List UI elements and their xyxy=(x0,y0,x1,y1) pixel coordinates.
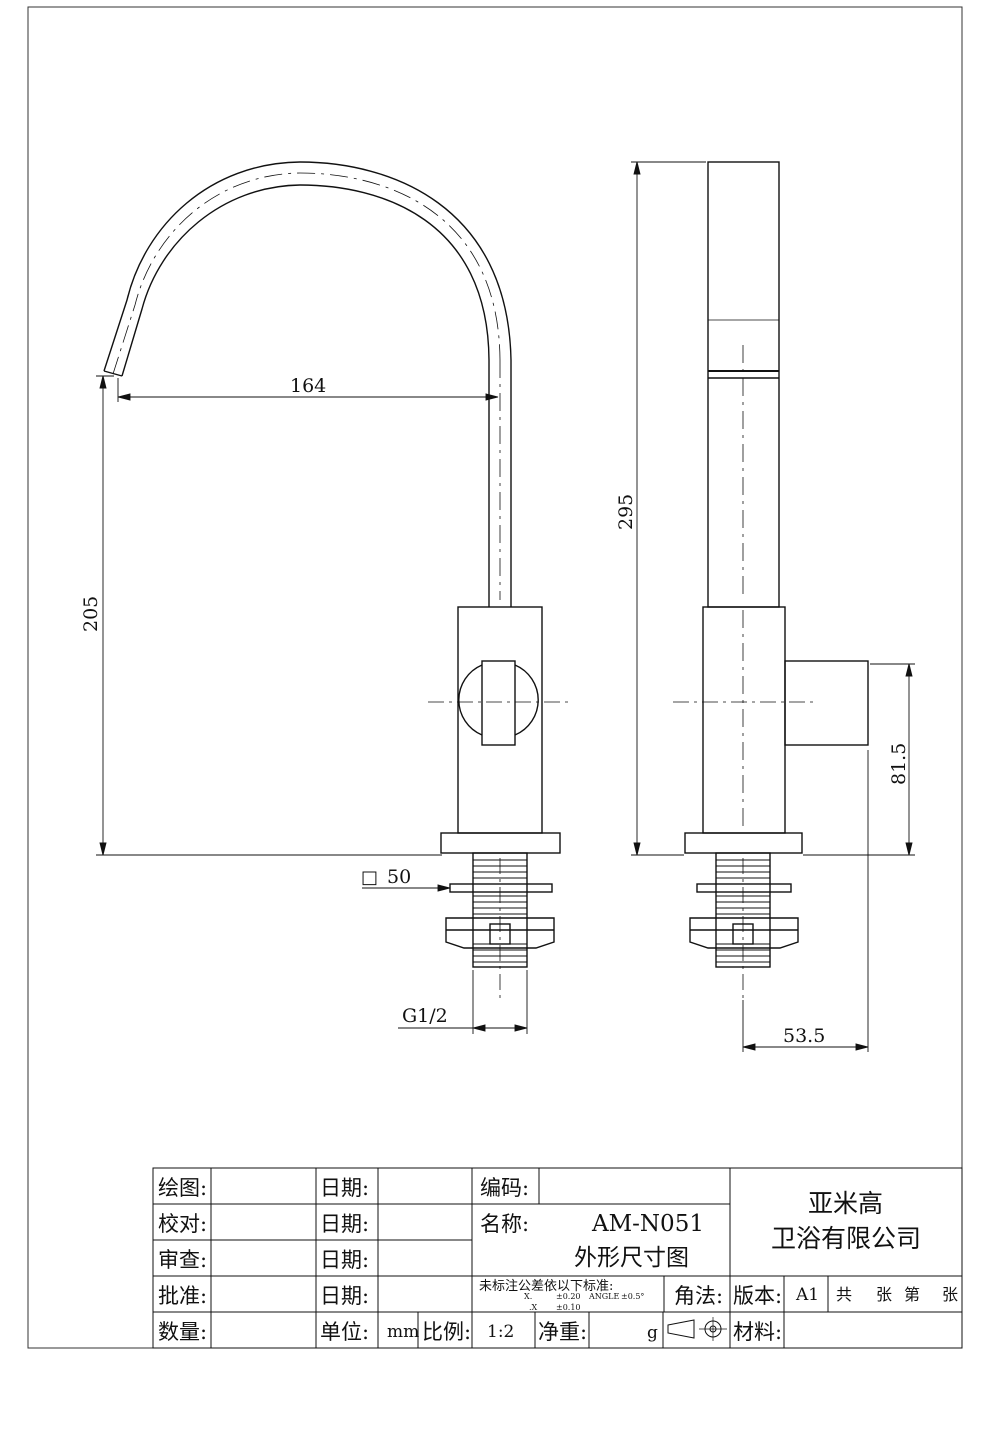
sheets-number: 第 xyxy=(904,1285,920,1304)
dim-total-height: 295 xyxy=(615,494,637,530)
label-name: 名称: xyxy=(480,1212,529,1236)
tolerance-row1-b: ±0.20 xyxy=(556,1292,581,1301)
label-reviewed: 审查: xyxy=(158,1248,207,1272)
label-date-4: 日期: xyxy=(320,1284,369,1308)
label-quantity: 数量: xyxy=(158,1320,207,1344)
dim-base-square: 50 xyxy=(387,866,411,888)
company-line-1: 亚米高 xyxy=(808,1189,883,1218)
company-line-2: 卫浴有限公司 xyxy=(771,1224,921,1253)
dim-handle-height: 81.5 xyxy=(888,743,910,785)
value-unit: mm xyxy=(387,1322,419,1342)
label-date-2: 日期: xyxy=(320,1212,369,1236)
label-drawn: 绘图: xyxy=(158,1176,207,1200)
tolerance-row2-b: ±0.10 xyxy=(556,1303,581,1312)
label-approved: 批准: xyxy=(158,1284,207,1308)
tolerance-row1-d: ±0.5° xyxy=(621,1292,644,1301)
side-dimensions xyxy=(631,161,915,1052)
label-material: 材料: xyxy=(733,1320,782,1344)
sheets-total: 共 xyxy=(836,1285,852,1304)
label-date-1: 日期: xyxy=(320,1176,369,1200)
dim-depth: 53.5 xyxy=(783,1025,825,1047)
value-drawing-name: 外形尺寸图 xyxy=(574,1245,689,1271)
sheets-word: 张 xyxy=(876,1285,892,1304)
value-weight-unit: g xyxy=(647,1323,658,1343)
title-block xyxy=(152,1167,963,1349)
tolerance-row1-a: X. xyxy=(524,1292,532,1301)
dim-base-square-symbol: □ xyxy=(361,867,378,888)
label-date-3: 日期: xyxy=(320,1248,369,1272)
front-view xyxy=(103,161,570,1000)
label-unit: 单位: xyxy=(320,1320,369,1344)
drawing-frame xyxy=(27,6,963,1349)
tolerance-row1-c: ANGLE xyxy=(588,1292,619,1301)
value-scale: 1:2 xyxy=(487,1322,514,1342)
label-version: 版本: xyxy=(733,1284,782,1308)
label-net-weight: 净重: xyxy=(538,1320,587,1344)
label-code: 编码: xyxy=(480,1176,529,1200)
tolerance-title: 未标注公差依以下标准: xyxy=(479,1279,613,1294)
label-checked: 校对: xyxy=(158,1212,207,1236)
tolerance-row2-a: .X xyxy=(529,1303,538,1312)
dim-thread: G1/2 xyxy=(402,1005,448,1027)
value-version: A1 xyxy=(795,1285,819,1305)
value-model: AM-N051 xyxy=(591,1211,704,1237)
sheets-word-2: 张 xyxy=(942,1285,958,1304)
front-dimensions xyxy=(96,375,528,1034)
label-projection: 角法: xyxy=(674,1284,723,1308)
dim-height: 205 xyxy=(80,596,102,632)
label-scale: 比例: xyxy=(422,1320,471,1344)
dim-reach: 164 xyxy=(290,375,326,397)
side-view xyxy=(673,161,869,1000)
